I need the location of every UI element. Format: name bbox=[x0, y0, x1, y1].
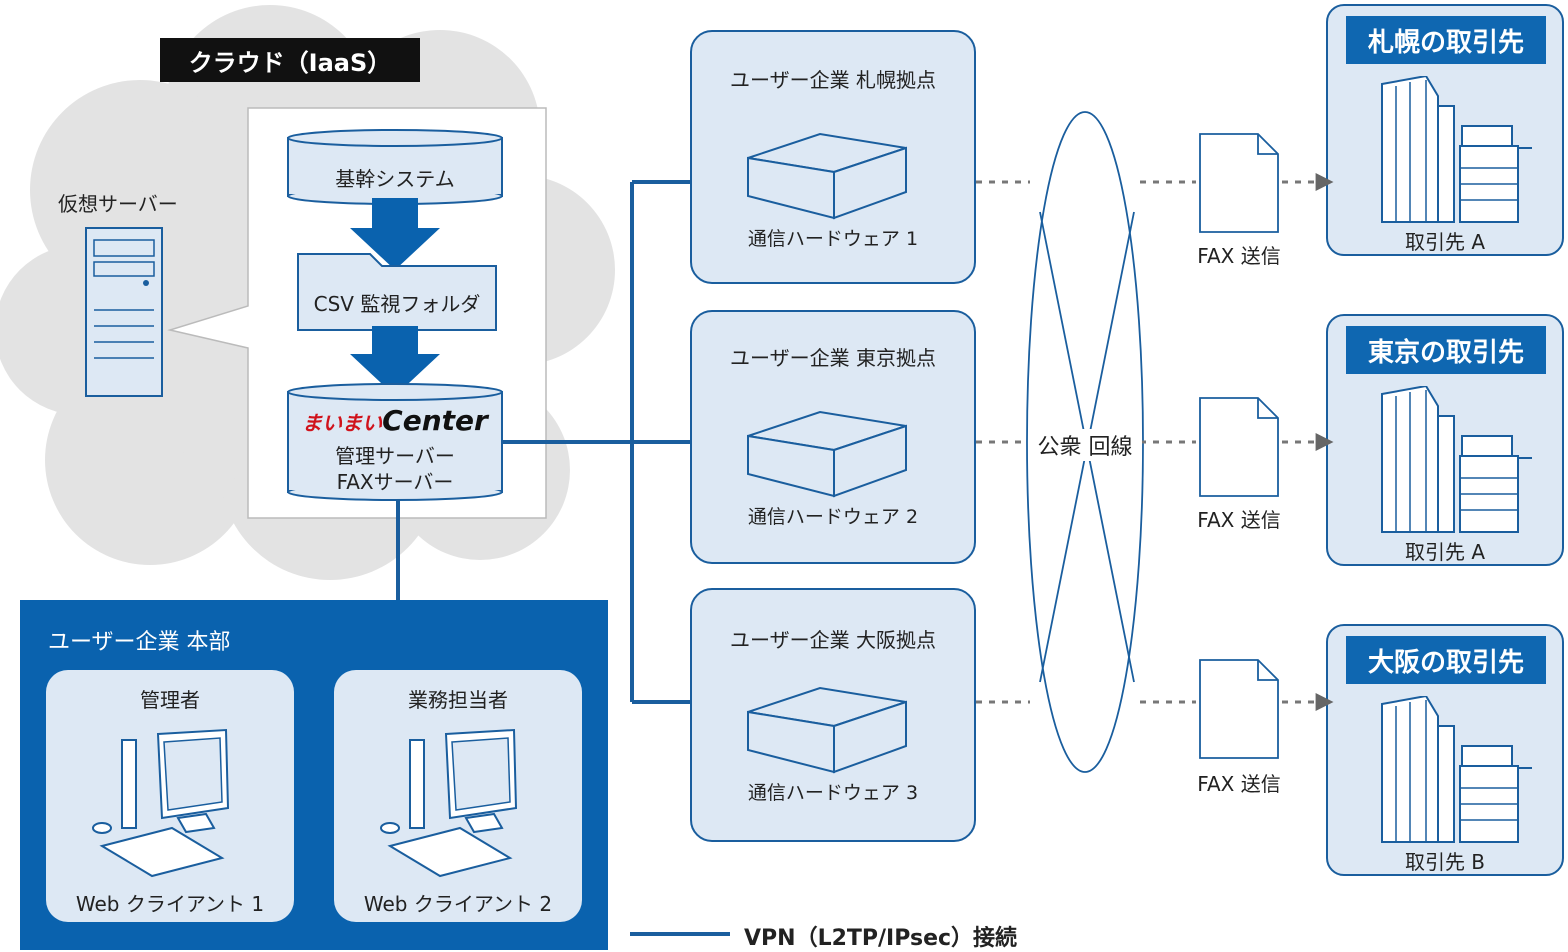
flow-arrow-2 bbox=[350, 326, 440, 396]
partner-title-osaka: 大阪の取引先 bbox=[1346, 636, 1546, 684]
site-title-osaka: ユーザー企業 大阪拠点 bbox=[730, 628, 936, 652]
pc-icon-1 bbox=[92, 728, 230, 878]
partner-name-osaka: 取引先 B bbox=[1404, 850, 1486, 874]
fax-server-label: FAXサーバー bbox=[336, 470, 454, 494]
building-printer-icon-3 bbox=[1381, 696, 1532, 843]
partner-title-tokyo: 東京の取引先 bbox=[1346, 326, 1546, 374]
fax-dotted-lines bbox=[976, 173, 1334, 711]
site-title-sapporo: ユーザー企業 札幌拠点 bbox=[730, 68, 936, 92]
admin-card: 管理者 Web クライアント 1 bbox=[46, 670, 294, 922]
pc-icon-2 bbox=[380, 728, 518, 878]
site-title-tokyo: ユーザー企業 東京拠点 bbox=[730, 346, 936, 370]
partner-name-sapporo: 取引先 A bbox=[1404, 230, 1486, 254]
hq-title: ユーザー企業 本部 bbox=[48, 630, 231, 655]
logo-text: Center bbox=[382, 404, 488, 437]
fax-document-icon-2 bbox=[1199, 397, 1279, 497]
hq-panel: ユーザー企業 本部 管理者 Web クライアント 1 業務担当者 Web クライ… bbox=[20, 600, 608, 950]
folder-icon bbox=[297, 253, 497, 331]
cloud-label: クラウド（IaaS） bbox=[160, 38, 420, 82]
csv-folder-label: CSV 監視フォルダ bbox=[313, 292, 481, 316]
fax-send-label-2: FAX 送信 bbox=[1197, 508, 1281, 532]
staff-label: 業務担当者 bbox=[408, 688, 508, 712]
client1-label: Web クライアント 1 bbox=[75, 892, 265, 916]
virtual-server-icon bbox=[85, 227, 163, 397]
admin-label: 管理者 bbox=[140, 688, 200, 712]
site-device-tokyo: 通信ハードウェア 2 bbox=[747, 506, 919, 528]
flow-arrow-1 bbox=[350, 198, 440, 270]
logo: まいまいCenter bbox=[300, 404, 490, 437]
fax-document-icon-3 bbox=[1199, 659, 1279, 759]
fax-send-label-1: FAX 送信 bbox=[1197, 244, 1281, 268]
hardware-icon-3 bbox=[747, 686, 907, 774]
hardware-icon-1 bbox=[747, 132, 907, 220]
building-printer-icon-1 bbox=[1381, 76, 1532, 223]
logo-script: まいまい bbox=[302, 411, 383, 435]
fax-document-icon-1 bbox=[1199, 133, 1279, 233]
building-printer-icon-2 bbox=[1381, 386, 1532, 533]
hardware-icon-2 bbox=[747, 410, 907, 498]
legend-vpn-label: VPN（L2TP/IPsec）接続 bbox=[744, 926, 1018, 951]
fax-send-label-3: FAX 送信 bbox=[1197, 772, 1281, 796]
mgmt-server-label: 管理サーバー bbox=[335, 444, 455, 468]
fax-server-db-icon bbox=[287, 383, 503, 501]
staff-card: 業務担当者 Web クライアント 2 bbox=[334, 670, 582, 922]
core-system-db-icon bbox=[287, 129, 503, 205]
site-device-sapporo: 通信ハードウェア 1 bbox=[747, 228, 919, 250]
partner-title-sapporo: 札幌の取引先 bbox=[1346, 16, 1546, 64]
partner-name-tokyo: 取引先 A bbox=[1404, 540, 1486, 564]
public-line-label: 公衆 回線 bbox=[1028, 429, 1142, 461]
site-device-osaka: 通信ハードウェア 3 bbox=[747, 782, 919, 804]
vpn-lines bbox=[502, 180, 690, 704]
virtual-server-label: 仮想サーバー bbox=[58, 192, 178, 216]
client2-label: Web クライアント 2 bbox=[363, 892, 553, 916]
core-system-label: 基幹システム bbox=[335, 167, 455, 191]
